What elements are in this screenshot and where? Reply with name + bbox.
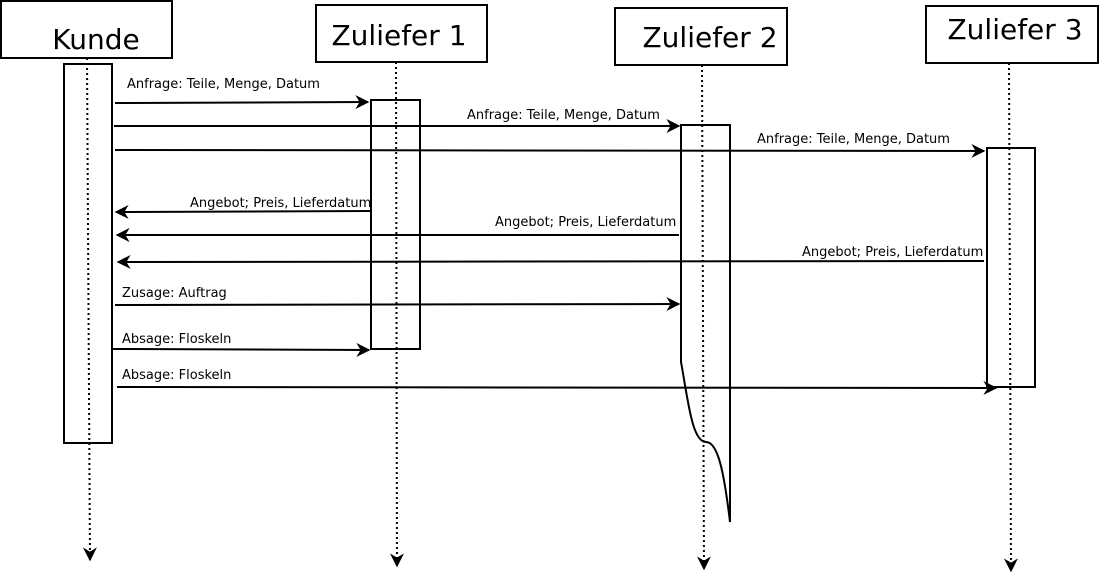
message-label: Anfrage: Teile, Menge, Datum [127, 77, 320, 92]
lifeline-zuliefer-1 [389, 61, 404, 568]
message-absage-zuliefer-3: Absage: Floskeln [116, 368, 998, 395]
message-anfrage-zuliefer-1: Anfrage: Teile, Menge, Datum [114, 77, 370, 110]
message-label: Absage: Floskeln [122, 332, 231, 347]
message-label: Zusage: Auftrag [122, 286, 227, 301]
message-angebot-zuliefer-1: Angebot; Preis, Lieferdatum [114, 196, 371, 219]
actor-kunde-label: Kunde [52, 23, 139, 56]
message-label: Angebot; Preis, Lieferdatum [802, 245, 983, 260]
actor-kunde: Kunde [0, 0, 173, 59]
activation-zuliefer-2 [680, 124, 731, 523]
message-label: Angebot; Preis, Lieferdatum [190, 196, 371, 211]
activation-zuliefer-3 [986, 147, 1036, 388]
message-angebot-zuliefer-2: Angebot; Preis, Lieferdatum [115, 215, 679, 242]
actor-zuliefer-1: Zuliefer 1 [315, 4, 488, 63]
actor-zuliefer-2-label: Zuliefer 2 [642, 21, 777, 54]
actor-zuliefer-2: Zuliefer 2 [614, 7, 788, 66]
lifeline-kunde [82, 57, 97, 562]
lifeline-zuliefer-2 [696, 64, 711, 571]
message-anfrage-zuliefer-3: Anfrage: Teile, Menge, Datum [114, 132, 986, 158]
actor-zuliefer-1-label: Zuliefer 1 [331, 19, 466, 52]
message-absage-zuliefer-1: Absage: Floskeln [112, 332, 371, 357]
message-angebot-zuliefer-3: Angebot; Preis, Lieferdatum [116, 245, 985, 269]
actor-zuliefer-3-label: Zuliefer 3 [947, 13, 1082, 46]
message-zusage-zuliefer-2: Zusage: Auftrag [114, 286, 681, 312]
message-label: Anfrage: Teile, Menge, Datum [467, 108, 660, 123]
message-label: Anfrage: Teile, Menge, Datum [757, 132, 950, 147]
message-label: Angebot; Preis, Lieferdatum [495, 215, 676, 230]
actor-zuliefer-3: Zuliefer 3 [925, 5, 1099, 64]
message-anfrage-zuliefer-2: Anfrage: Teile, Menge, Datum [114, 108, 681, 133]
message-label: Absage: Floskeln [122, 368, 231, 383]
